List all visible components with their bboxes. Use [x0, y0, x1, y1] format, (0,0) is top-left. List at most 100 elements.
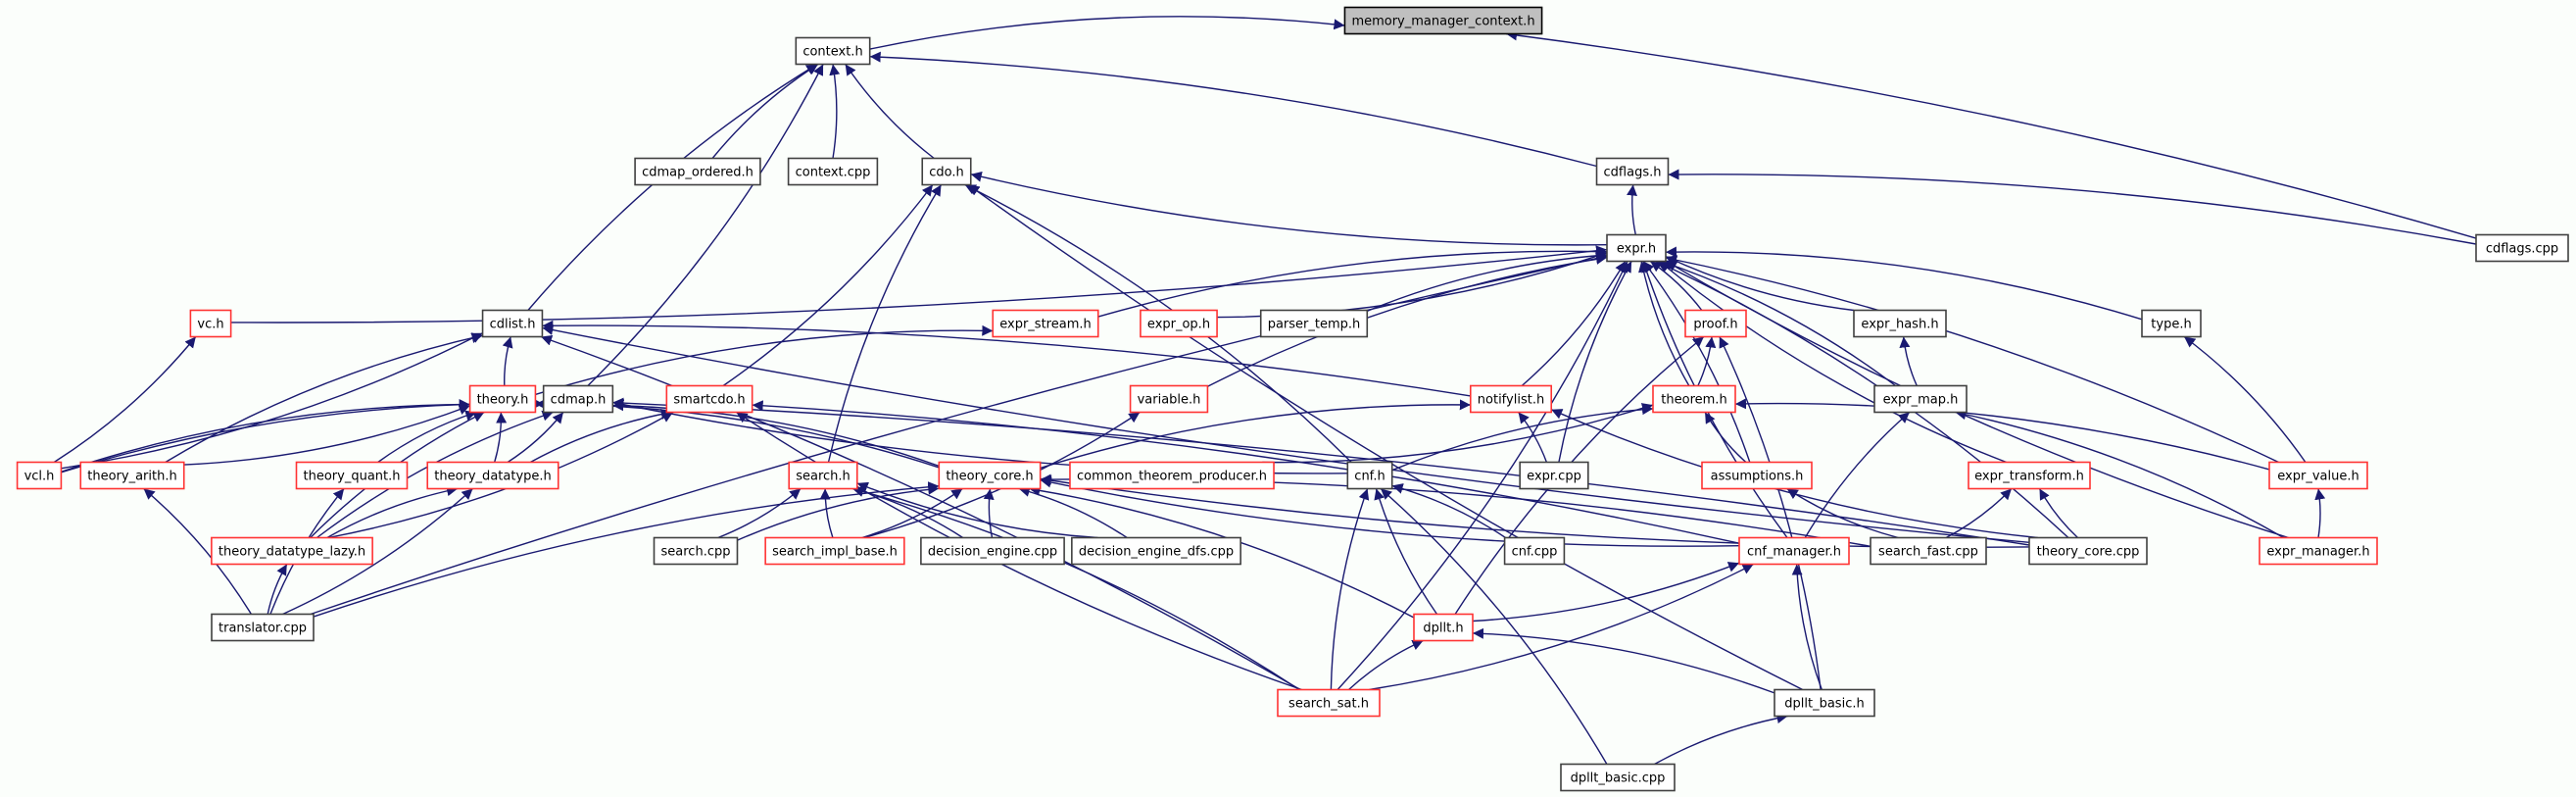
edge-proof-h-to-expr-h [1649, 260, 1703, 311]
node-label: dpllt_basic.cpp [1571, 772, 1666, 786]
edge-search-cpp-to-theory-core-h [737, 483, 940, 541]
node-assumptions-h[interactable]: assumptions.h [1701, 461, 1813, 490]
node-parser-temp-h[interactable]: parser_temp.h [1259, 309, 1369, 338]
node-search-fast-cpp[interactable]: search_fast.cpp [1870, 536, 1987, 566]
node-variable-h[interactable]: variable.h [1129, 384, 1209, 414]
node-label: theory_datatype.h [434, 470, 552, 484]
node-cdmap-h[interactable]: cdmap.h [542, 384, 614, 414]
node-search-sat-h[interactable]: search_sat.h [1277, 688, 1381, 718]
node-box [1277, 688, 1381, 718]
edge-translator-cpp-to-theory-datatype-h [282, 487, 473, 616]
edge-search-sat-h-to-cnf-manager-h [1369, 563, 1754, 691]
node-decision-engine-cpp[interactable]: decision_engine.cpp [920, 536, 1065, 566]
edge-cnf-cpp-to-cnf-h [1391, 483, 1506, 539]
node-label: assumptions.h [1711, 470, 1804, 484]
edge-cnf-manager-h-to-smartcdo-h [752, 400, 1740, 544]
node-memory-manager-context-h[interactable]: memory_manager_context.h [1343, 6, 1543, 35]
node-theory-core-cpp[interactable]: theory_core.cpp [2028, 536, 2148, 566]
node-cdflags-h[interactable]: cdflags.h [1595, 157, 1670, 186]
node-theory-arith-h[interactable]: theory_arith.h [79, 461, 185, 490]
node-box [468, 384, 537, 414]
node-smartcdo-h[interactable]: smartcdo.h [665, 384, 753, 414]
edge-theory-arith-h-to-theory-h [183, 404, 470, 466]
node-label: search.cpp [661, 545, 731, 560]
node-box [1774, 688, 1875, 718]
edge-theory-core-cpp-to-expr-transform-h [2038, 488, 2078, 539]
node-cdlist-h[interactable]: cdlist.h [481, 309, 544, 338]
node-label: translator.cpp [219, 622, 307, 636]
edge-translator-cpp-to-theory-core-h [313, 481, 940, 618]
edge-theory-arith-h-to-cdlist-h [165, 332, 483, 464]
edge-theory-core-cpp-to-cdlist-h [542, 324, 2030, 543]
node-theory-datatype-h[interactable]: theory_datatype.h [426, 461, 559, 490]
node-expr-value-h[interactable]: expr_value.h [2268, 461, 2368, 490]
node-cnf-manager-h[interactable]: cnf_manager.h [1738, 536, 1850, 566]
edge-theory-datatype-h-to-cdmap-h [507, 412, 564, 464]
node-cnf-cpp[interactable]: cnf.cpp [1503, 536, 1566, 566]
edge-search-sat-h-to-smartcdo-h [736, 411, 1302, 691]
node-type-h[interactable]: type.h [2141, 309, 2202, 338]
node-vc-h[interactable]: vc.h [189, 309, 232, 338]
node-vcl-h[interactable]: vcl.h [16, 461, 63, 490]
node-box [764, 536, 905, 566]
edge-theory-h-to-expr-stream-h [535, 324, 994, 396]
node-label: cnf.h [1354, 470, 1385, 484]
node-translator-cpp[interactable]: translator.cpp [211, 613, 315, 642]
node-label: vc.h [197, 318, 223, 332]
node-expr-h[interactable]: expr.h [1606, 233, 1667, 263]
edge-translator-cpp-to-expr-h [310, 253, 1608, 616]
node-search-impl-base-h[interactable]: search_impl_base.h [764, 536, 905, 566]
edge-theory-datatype-h-to-smartcdo-h [529, 409, 672, 464]
node-context-h[interactable]: context.h [795, 36, 871, 66]
node-search-cpp[interactable]: search.cpp [653, 536, 739, 566]
node-box [1870, 536, 1987, 566]
node-theory-h[interactable]: theory.h [468, 384, 537, 414]
node-box [481, 309, 544, 338]
node-cdo-h[interactable]: cdo.h [921, 157, 972, 186]
node-label: search_fast.cpp [1878, 545, 1978, 560]
node-theory-quant-h[interactable]: theory_quant.h [295, 461, 409, 490]
node-expr-map-h[interactable]: expr_map.h [1873, 384, 1968, 414]
node-cdflags-cpp[interactable]: cdflags.cpp [2475, 233, 2569, 263]
edge-theory-core-h-to-notifylist-h [1040, 399, 1471, 470]
node-expr-transform-h[interactable]: expr_transform.h [1968, 461, 2091, 490]
node-expr-op-h[interactable]: expr_op.h [1140, 309, 1218, 338]
node-cdmap-ordered-h[interactable]: cdmap_ordered.h [634, 157, 761, 186]
edge-dpllt-basic-h-to-dpllt-h [1472, 627, 1775, 694]
node-common-theorem-producer-h[interactable]: common_theorem_producer.h [1069, 461, 1275, 490]
node-label: expr_map.h [1883, 393, 1959, 408]
node-label: vcl.h [24, 470, 55, 484]
node-dpllt-basic-cpp[interactable]: dpllt_basic.cpp [1560, 763, 1676, 792]
node-label: context.cpp [796, 166, 871, 180]
node-cnf-h[interactable]: cnf.h [1346, 461, 1393, 490]
node-context-cpp[interactable]: context.cpp [787, 157, 879, 186]
node-dpllt-basic-h[interactable]: dpllt_basic.h [1774, 688, 1875, 718]
node-expr-manager-h[interactable]: expr_manager.h [2259, 536, 2378, 566]
node-box [1606, 233, 1667, 263]
node-theorem-h[interactable]: theorem.h [1652, 384, 1736, 414]
node-theory-core-h[interactable]: theory_core.h [938, 461, 1042, 490]
node-dpllt-h[interactable]: dpllt.h [1413, 613, 1474, 642]
edge-cdlist-h-to-context-h [527, 63, 818, 311]
node-notifylist-h[interactable]: notifylist.h [1469, 384, 1553, 414]
node-expr-stream-h[interactable]: expr_stream.h [992, 309, 1099, 338]
node-label: common_theorem_producer.h [1077, 470, 1267, 484]
edge-expr-manager-h-to-expr-map-h [1955, 409, 2284, 539]
node-label: expr_value.h [2277, 470, 2358, 484]
node-box [1853, 309, 1947, 338]
node-theory-datatype-lazy-h[interactable]: theory_datatype_lazy.h [211, 536, 373, 566]
edge-translator-cpp-to-theory-datatype-lazy-h [267, 564, 288, 615]
node-expr-cpp[interactable]: expr.cpp [1519, 461, 1589, 490]
node-box [634, 157, 761, 186]
node-expr-hash-h[interactable]: expr_hash.h [1853, 309, 1947, 338]
edge-theory-datatype-h-to-theory-h [494, 412, 508, 463]
node-proof-h[interactable]: proof.h [1684, 309, 1747, 338]
node-label: theory_core.h [946, 470, 1033, 484]
edge-search-fast-cpp-to-assumptions-h [1786, 487, 1899, 539]
node-label: expr_transform.h [1974, 470, 2084, 484]
node-label: expr.cpp [1527, 470, 1581, 484]
node-decision-engine-dfs-cpp[interactable]: decision_engine_dfs.cpp [1071, 536, 1241, 566]
edge-vcl-h-to-theory-h [61, 399, 470, 473]
node-search-h[interactable]: search.h [788, 461, 858, 490]
node-label: expr_hash.h [1861, 318, 1938, 332]
